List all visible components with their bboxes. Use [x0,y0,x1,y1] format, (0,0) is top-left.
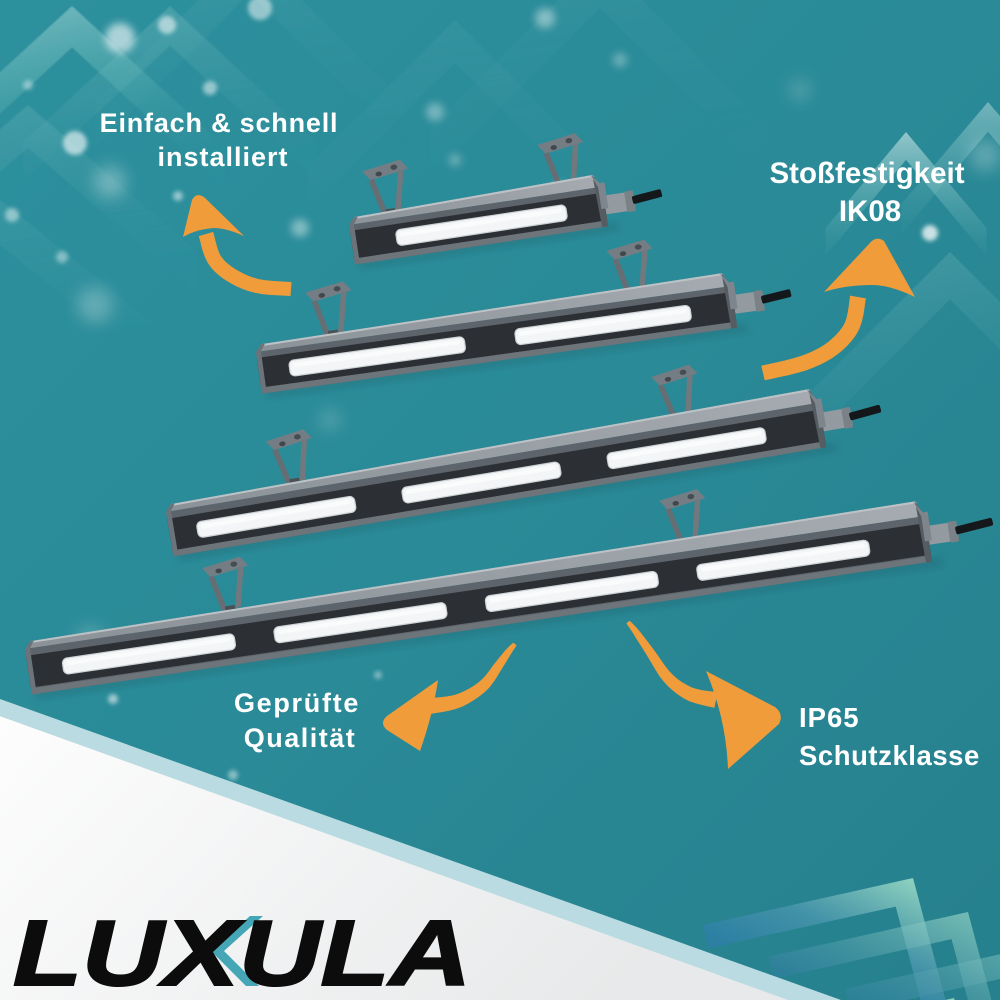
svg-text:installiert: installiert [157,142,288,172]
svg-text:Geprüfte: Geprüfte [234,688,360,718]
svg-text:Schutzklasse: Schutzklasse [799,740,980,771]
svg-text:LUXULA: LUXULA [13,901,471,1000]
svg-text:IP65: IP65 [799,702,860,733]
svg-text:Einfach & schnell: Einfach & schnell [100,108,339,138]
svg-text:IK08: IK08 [839,195,901,228]
svg-text:Qualität: Qualität [244,723,357,753]
svg-text:Stoßfestigkeit: Stoßfestigkeit [769,157,964,190]
